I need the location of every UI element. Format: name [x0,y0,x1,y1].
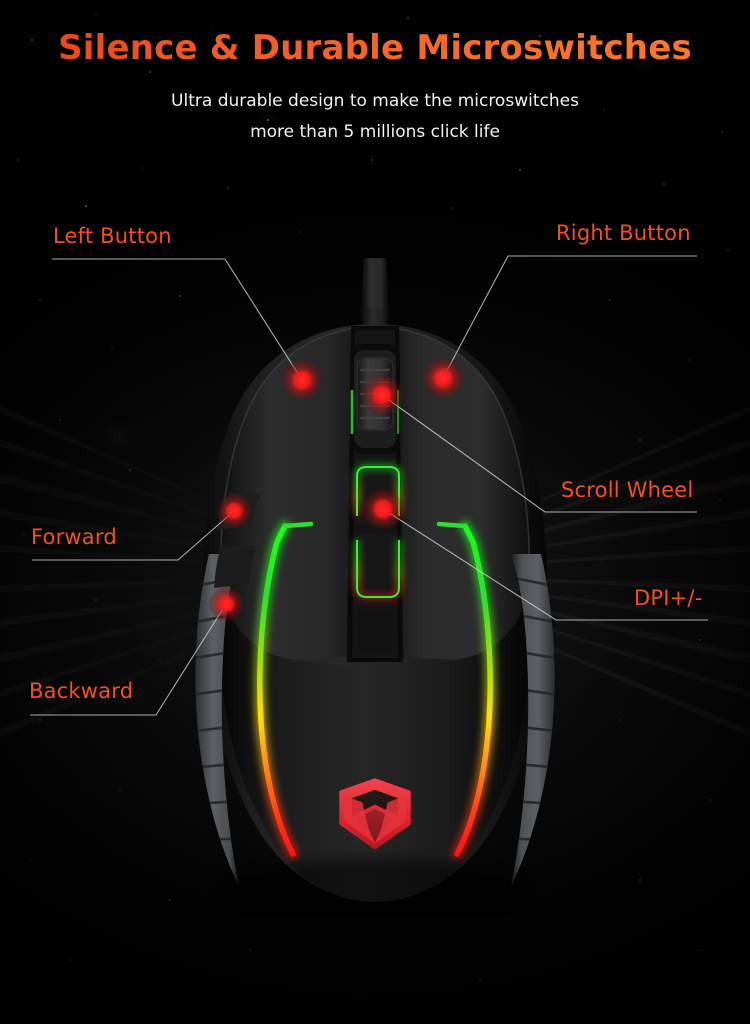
callout-right-button: Right Button [556,221,691,245]
callout-dpi: DPI+/- [634,586,703,610]
callout-scroll-wheel: Scroll Wheel [561,478,694,502]
callout-forward: Forward [31,525,117,549]
subtitle-line-2: more than 5 millions click life [250,122,500,142]
center-tab [357,610,395,652]
rgb-light-strip-left [254,520,299,860]
subtitle-line-1: Ultra durable design to make the microsw… [171,91,579,111]
left-button-surface [220,328,361,664]
page-subtitle: Ultra durable design to make the microsw… [0,86,750,148]
meetion-shield-logo [339,778,411,850]
dpi-up-button [353,464,399,524]
braided-cable [361,258,389,332]
rgb-hook-left [282,521,314,529]
callout-left-button: Left Button [53,224,172,248]
palm-rest [219,588,531,902]
page-title: Silence & Durable Microswitches [0,28,750,68]
dpi-down-button [353,534,399,600]
rgb-hook-right [436,521,468,529]
callout-backward: Backward [29,679,134,703]
right-button-surface [389,328,530,664]
gaming-mouse-illustration [195,258,555,918]
